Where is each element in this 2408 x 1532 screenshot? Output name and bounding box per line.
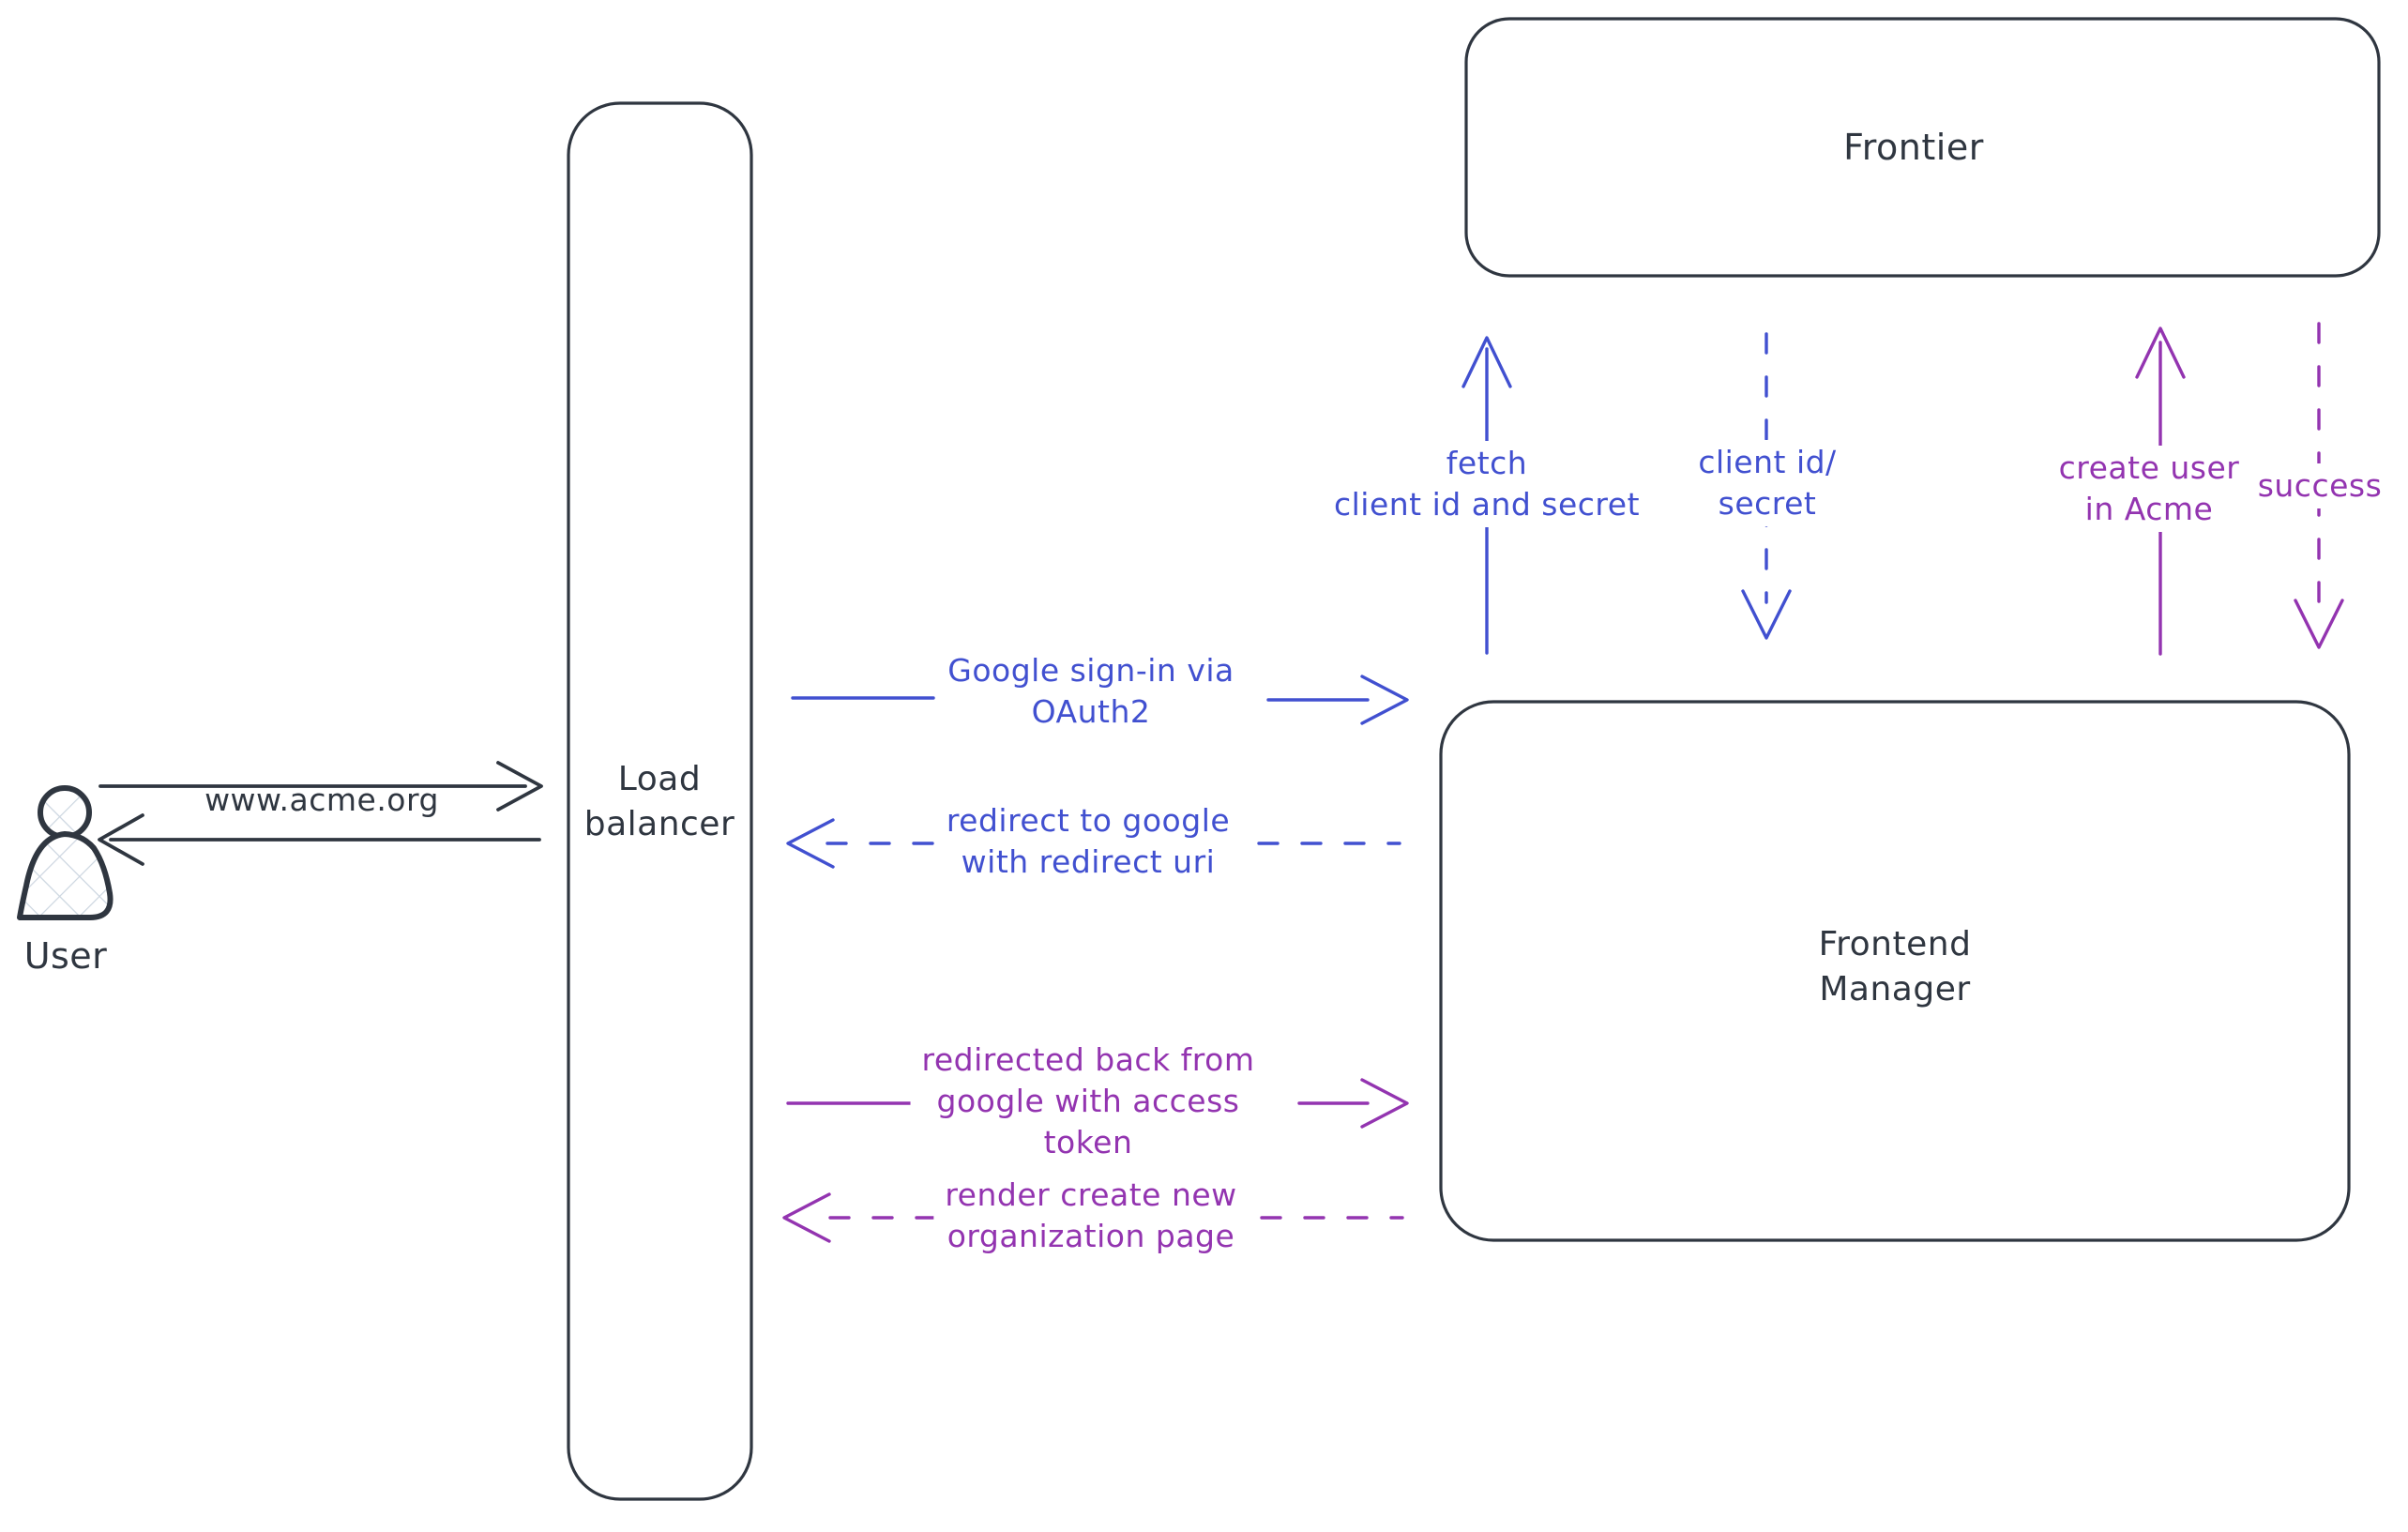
frontend-manager-box-outline — [1439, 700, 2351, 1242]
frontier-box-outline — [1464, 17, 2381, 278]
arrow-client-id-secret-head — [1741, 589, 1792, 640]
arrow-www-response-head — [98, 813, 144, 866]
arrow-success — [2294, 322, 2344, 649]
frontier-box — [1464, 17, 2381, 278]
user-icon — [17, 785, 114, 920]
arrow-www-response — [98, 813, 541, 866]
arrow-create-user — [2135, 326, 2186, 656]
arrow-google-signin — [791, 675, 1409, 725]
user-icon-head — [38, 785, 92, 840]
arrow-www-request-head — [496, 761, 543, 812]
arrow-www-request — [98, 761, 543, 812]
frontend-manager-box — [1439, 700, 2351, 1242]
arrow-fetch-client — [1461, 336, 1512, 655]
load-balancer-box — [567, 101, 753, 1501]
user-icon-body — [17, 831, 114, 920]
arrow-render-page — [782, 1192, 1404, 1243]
arrow-redirected-back — [786, 1078, 1409, 1129]
load-balancer-box-outline — [567, 101, 753, 1501]
arrow-fetch-client-head — [1461, 336, 1512, 388]
arrow-render-page-head — [782, 1192, 831, 1243]
arrow-redirected-back-head — [1360, 1078, 1409, 1129]
arrow-redirect-to-google — [786, 818, 1401, 869]
arrow-client-id-secret — [1741, 332, 1792, 640]
arrow-google-signin-head — [1360, 675, 1409, 725]
arrow-success-head — [2294, 599, 2344, 649]
arrow-redirect-to-google-head — [786, 818, 835, 869]
arrow-create-user-head — [2135, 326, 2186, 379]
